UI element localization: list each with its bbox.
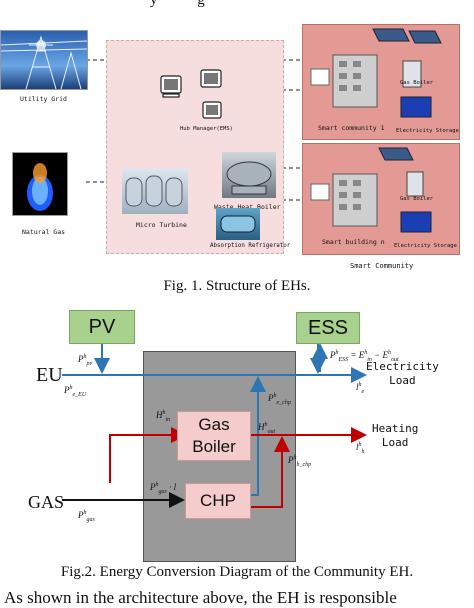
hub-manager-label: Hub Manager(EMS) — [180, 126, 233, 132]
gas-boiler-1-label: Gas Boiler — [400, 80, 434, 86]
waste-heat-boiler-image — [222, 152, 276, 198]
electricity-storage-2-label: Electricity Storage — [394, 243, 457, 249]
ess-box: ESS — [296, 312, 360, 344]
l-h-label: lhh — [356, 442, 365, 455]
smart-community-1-box — [302, 24, 460, 140]
gas-label: GAS — [28, 492, 65, 512]
gas-boiler-box: Gas Boiler — [177, 411, 251, 461]
heating-load-label: Heating Load — [372, 422, 419, 449]
fig1-structure-diagram: Utility Grid Natural Gas Hub Manager(EMS… — [0, 0, 474, 280]
smart-community-label: Smart Community — [350, 262, 414, 270]
micro-turbine-label: Micro Turbine — [136, 221, 187, 229]
utility-grid-image — [0, 30, 88, 90]
smart-building-n-label: Smart building n — [322, 238, 385, 246]
eu-label: EU — [36, 364, 63, 386]
chp-box: CHP — [185, 483, 251, 519]
hub-manager-icons — [160, 69, 222, 119]
absorption-refrigerator-label: Absorption Refrigerator — [210, 243, 291, 249]
p-gas-l-label: Phgas · l — [150, 482, 177, 495]
waste-heat-boiler-label: Waste Heat Boiler — [214, 203, 281, 211]
p-gas-label: Phgas — [78, 510, 95, 523]
fig2-caption: Fig.2. Energy Conversion Diagram of the … — [60, 564, 414, 580]
p-eu-label: Phe_EU — [64, 385, 87, 398]
fig2-flow-arrows — [62, 342, 367, 508]
utility-grid-label: Utility Grid — [20, 95, 67, 103]
h-out-label: Hhout — [258, 422, 276, 435]
absorption-refrigerator-image — [216, 208, 260, 240]
h-in-label: Hhin — [156, 410, 171, 423]
p-e-chp-label: Phe_chp — [268, 393, 291, 406]
fig2-energy-conversion-diagram: PV ESS Gas Boiler CHP EU GAS Electricity… — [0, 300, 474, 565]
gas-boiler-2-label: Gas Boiler — [400, 196, 434, 202]
natural-gas-flame-image — [12, 152, 68, 216]
fig1-caption: Fig. 1. Structure of EHs. — [163, 278, 311, 294]
l-e-label: lhe — [356, 382, 365, 395]
micro-turbine-image — [122, 168, 188, 214]
smart-community-1-label: Smart community 1 — [318, 124, 385, 132]
natural-gas-label: Natural Gas — [22, 228, 66, 236]
pv-box: PV — [69, 310, 135, 344]
p-ess-equation: PhESS = Ehin − Ehout — [330, 350, 399, 363]
electricity-load-label: Electricity Load — [366, 360, 439, 387]
p-h-chp-label: Phh_chp — [288, 455, 312, 468]
electricity-storage-1-label: Electricity Storage — [396, 128, 459, 134]
smart-building-n-box — [302, 143, 460, 255]
body-text-line: As shown in the architecture above, the … — [4, 588, 397, 607]
top-cut-text: y g — [150, 0, 223, 8]
p-pv-label: Phpv — [78, 354, 93, 367]
